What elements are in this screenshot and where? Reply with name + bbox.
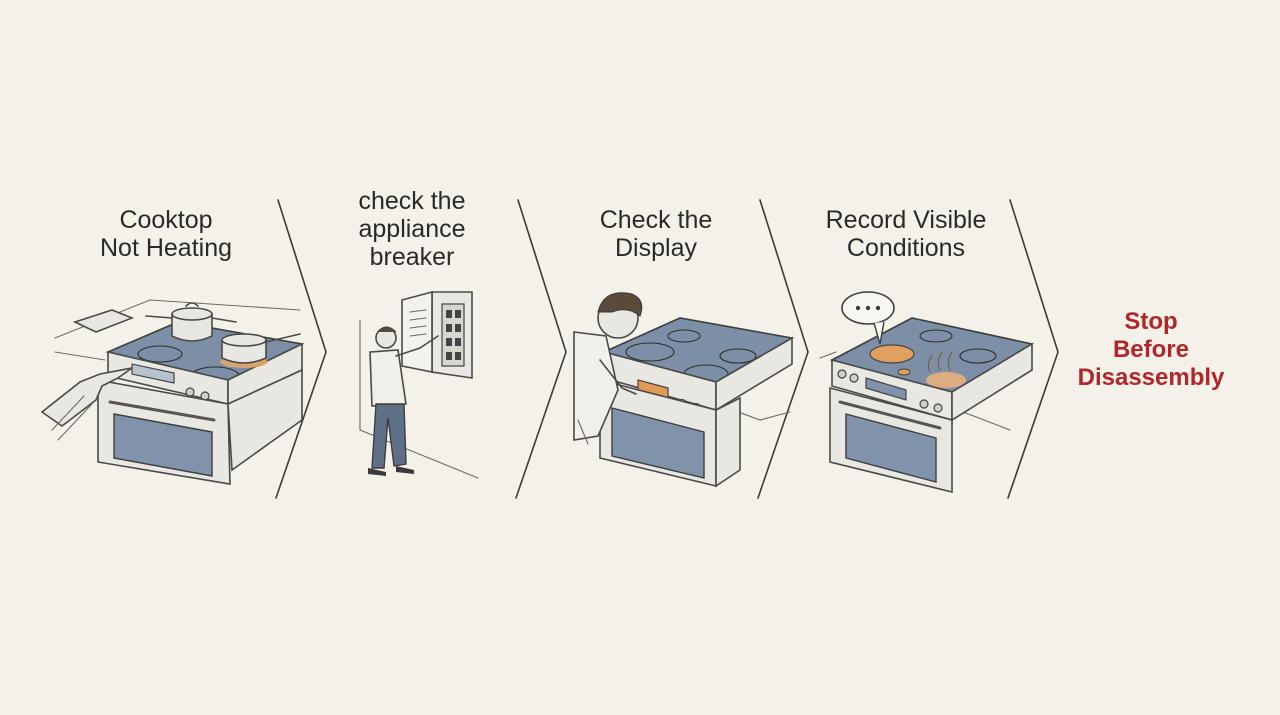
display-icon (599, 317, 795, 488)
step-1-title-line-1: Cooktop (119, 206, 213, 234)
step-2-title-line-2: appliance (358, 215, 466, 243)
stove-icon (54, 299, 305, 485)
wall-corner-lines (359, 319, 479, 479)
final-step-title-line-3: Disassembly (1077, 364, 1225, 391)
stove-conditions-icon (819, 317, 1035, 494)
steam-icon (927, 351, 953, 373)
pan-icon (220, 333, 301, 368)
step-4-title-line-2: Conditions (846, 234, 966, 262)
chevron-divider-4 (1007, 199, 1059, 499)
chevron-divider-2 (515, 199, 567, 499)
step-2-title-line-3: breaker (369, 243, 455, 271)
hand-icon (40, 367, 133, 441)
final-step-title-line-1: Stop (1124, 308, 1178, 335)
step-1-title: Cooktop Not Heating (100, 206, 232, 262)
step-1-title-line-2: Not Heating (99, 234, 233, 262)
final-step-title-line-2: Before (1112, 336, 1190, 363)
towel-icon (72, 309, 135, 333)
step-4-title-line-1: Record Visible (825, 206, 987, 234)
step-4-title: Record Visible Conditions (826, 206, 987, 262)
final-step-title: Stop Before Disassembly (1078, 308, 1225, 392)
step-3-title-line-2: Display (615, 234, 697, 262)
speech-bubble-icon (841, 291, 895, 345)
pot-icon (145, 302, 237, 342)
step-2-title: check the appliance breaker (358, 187, 465, 271)
step-2-title-line-1: check the (358, 187, 466, 215)
chevron-divider-3 (757, 199, 809, 499)
chevron-divider-1 (275, 199, 327, 499)
step-3-title: Check the Display (600, 206, 713, 262)
breaker-panel-icon (401, 290, 473, 379)
step-3-title-line-1: Check the (599, 206, 713, 234)
person-icon (368, 326, 439, 476)
man-icon (573, 292, 643, 445)
